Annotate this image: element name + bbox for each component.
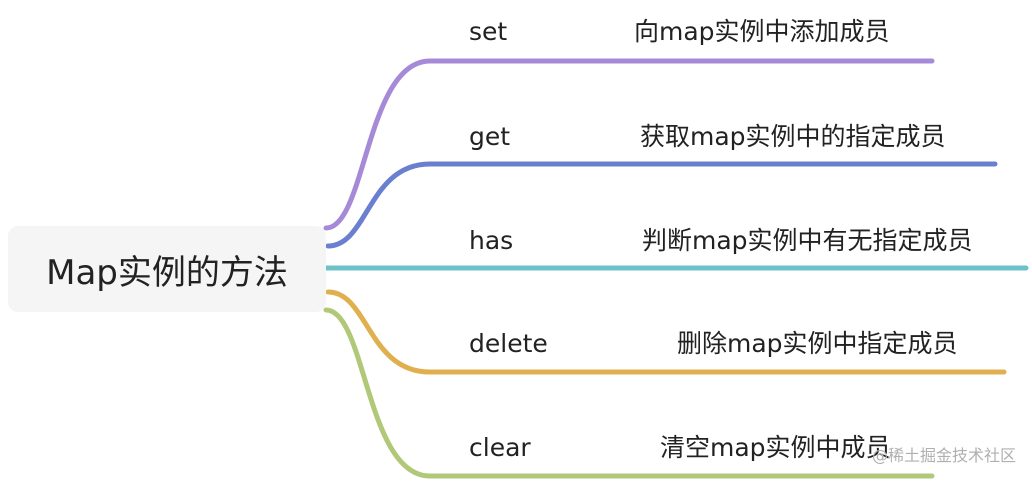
- branch-method-get: get: [469, 122, 511, 151]
- connector-clear: [323, 307, 935, 479]
- branch-desc-clear: 清空map实例中成员: [660, 433, 891, 462]
- watermark: @稀土掘金技术社区: [871, 446, 1016, 465]
- connector-delete: [325, 289, 1007, 375]
- root-node-label: Map实例的方法: [46, 252, 288, 293]
- connector-set: [323, 58, 935, 231]
- branch-desc-set: 向map实例中添加成员: [634, 17, 890, 46]
- root-node: [8, 226, 326, 312]
- branch-method-clear: clear: [469, 433, 531, 462]
- branch-desc-has: 判断map实例中有无指定成员: [642, 226, 973, 255]
- branch-desc-delete: 删除map实例中指定成员: [677, 329, 958, 358]
- branch-desc-get: 获取map实例中的指定成员: [640, 122, 946, 151]
- connector-get: [325, 161, 998, 249]
- branch-method-has: has: [469, 226, 514, 255]
- branch-method-delete: delete: [469, 329, 548, 358]
- branch-method-set: set: [469, 17, 508, 46]
